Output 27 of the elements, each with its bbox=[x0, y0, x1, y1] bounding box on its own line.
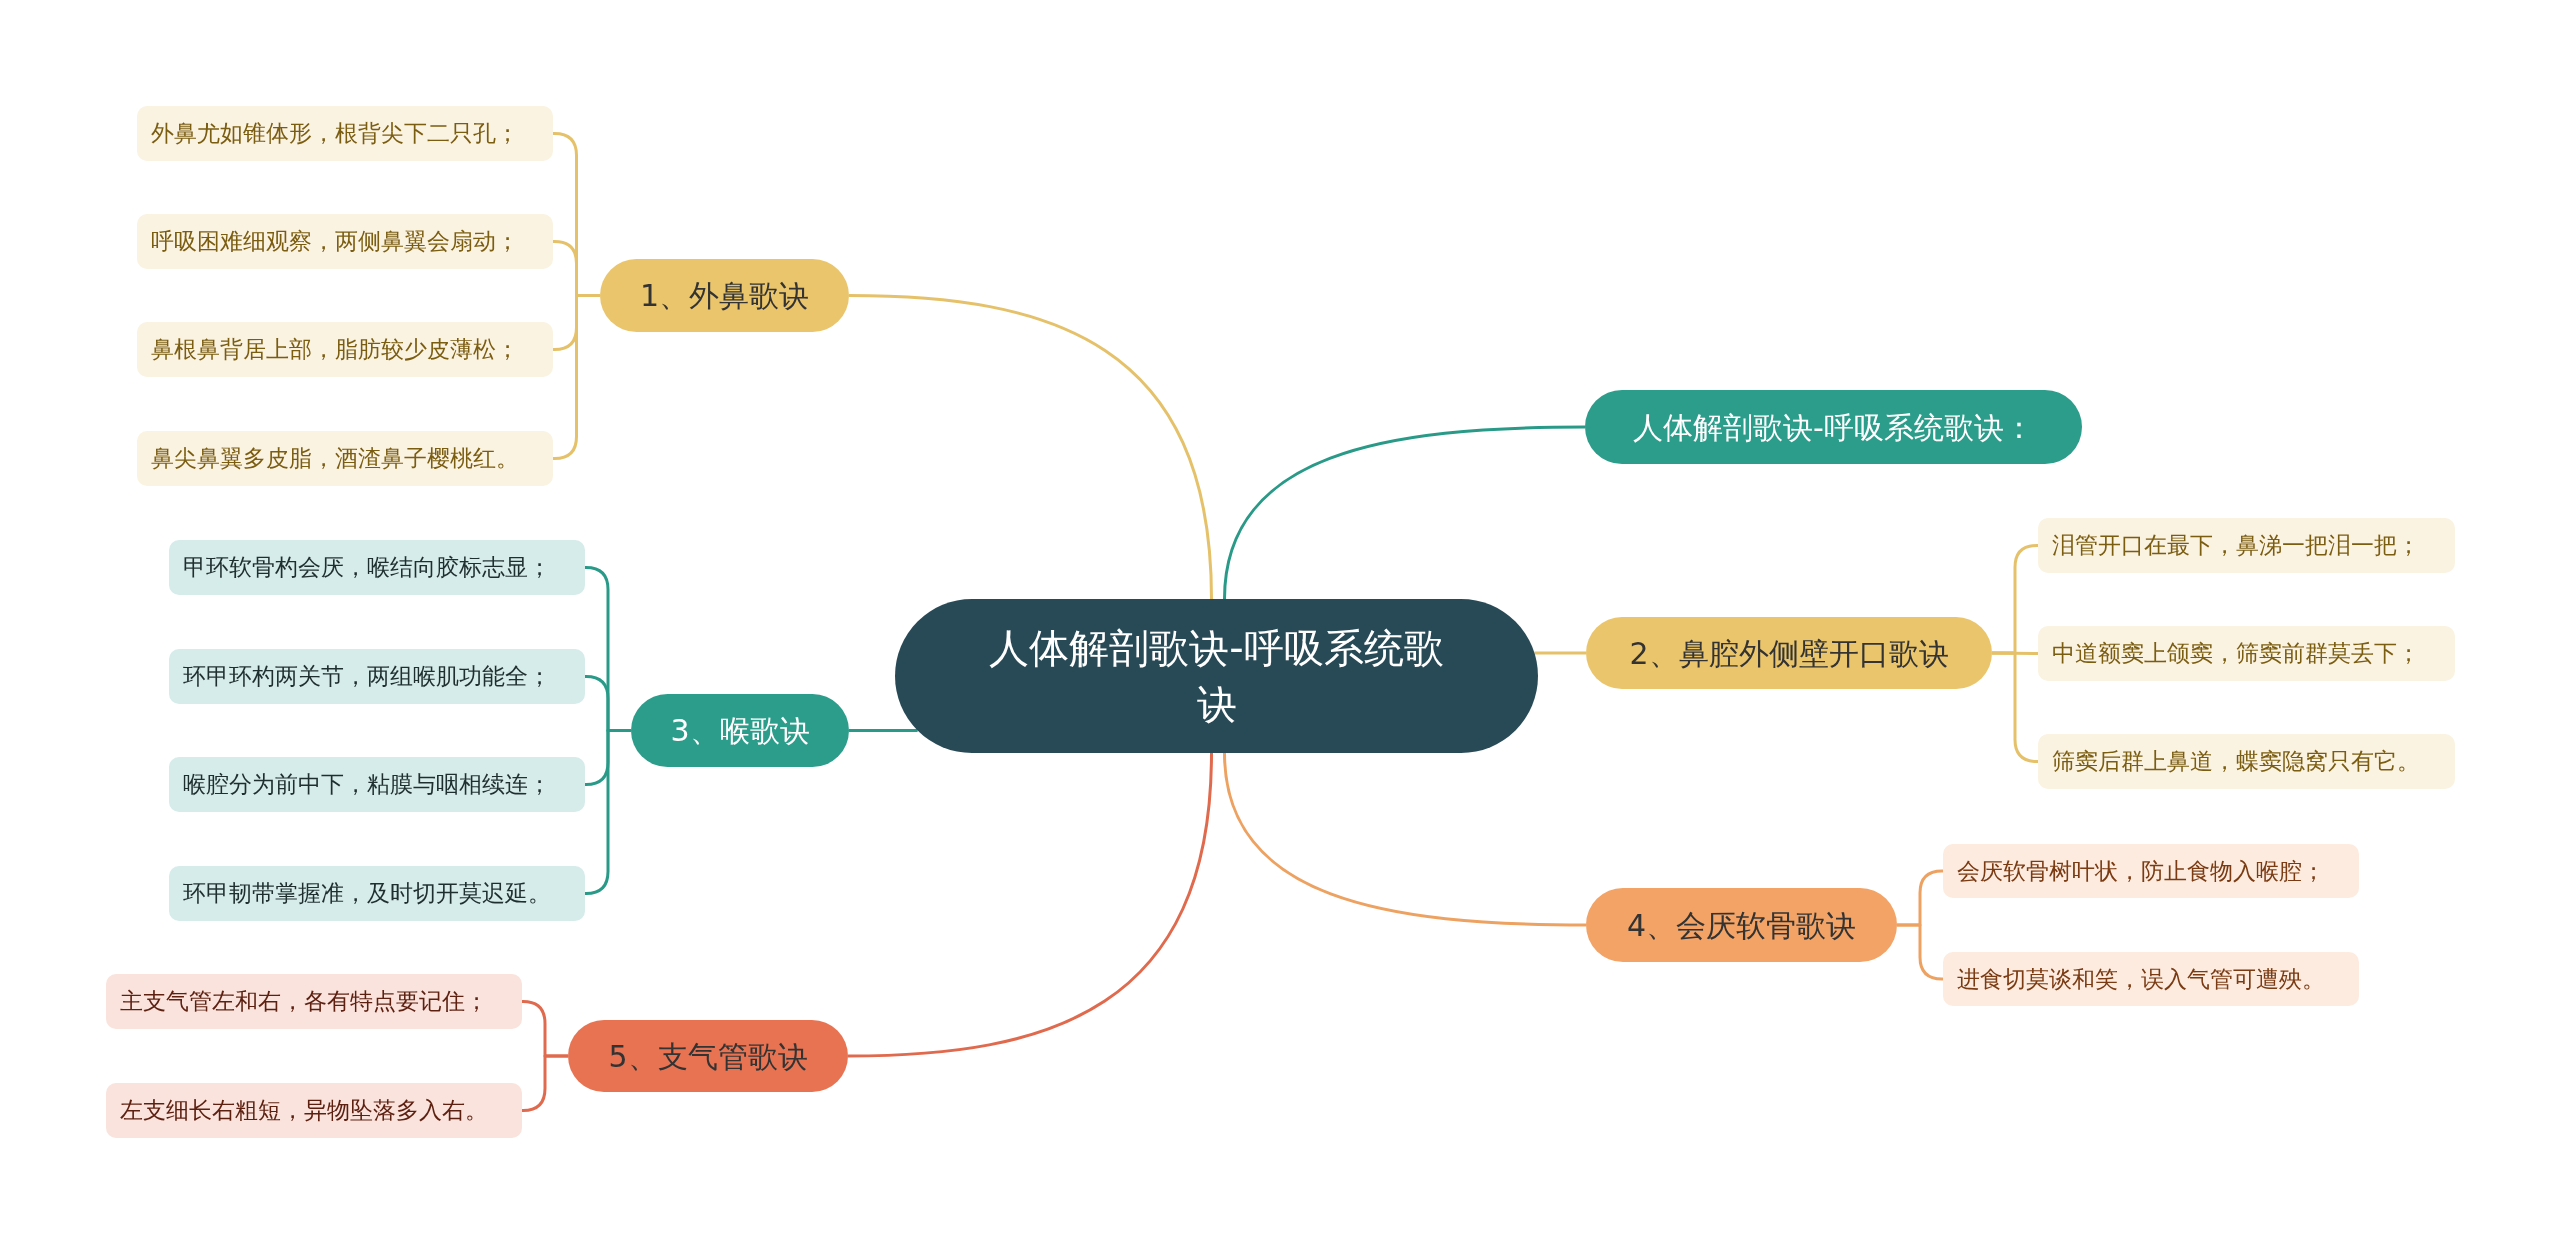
leaf-note: 中道额窦上颌窦，筛窦前群莫丢下； bbox=[2038, 626, 2455, 681]
branch-topic: 4、会厌软骨歌诀 bbox=[1586, 888, 1897, 962]
leaf-note: 鼻根鼻背居上部，脂肪较少皮薄松； bbox=[137, 322, 553, 377]
connector-line bbox=[1534, 651, 1586, 655]
leaf-note: 鼻尖鼻翼多皮脂，酒渣鼻子樱桃红。 bbox=[137, 431, 553, 486]
central-topic: 人体解剖歌诀-呼吸系统歌诀 bbox=[895, 599, 1538, 753]
branch-topic: 3、喉歌诀 bbox=[631, 694, 849, 767]
leaf-note: 外鼻尤如锥体形，根背尖下二只孔； bbox=[137, 106, 553, 161]
connector-line bbox=[848, 294, 1213, 600]
branch-topic: 人体解剖歌诀-呼吸系统歌诀： bbox=[1585, 390, 2082, 464]
connector-line bbox=[1223, 425, 1585, 600]
leaf-note: 环甲环杓两关节，两组喉肌功能全； bbox=[169, 649, 585, 704]
leaf-note: 筛窦后群上鼻道，蝶窦隐窝只有它。 bbox=[2038, 734, 2455, 789]
leaf-note: 主支气管左和右，各有特点要记住； bbox=[106, 974, 522, 1029]
branch-topic: 1、外鼻歌诀 bbox=[600, 259, 849, 332]
branch-topic: 5、支气管歌诀 bbox=[568, 1020, 848, 1092]
leaf-note: 环甲韧带掌握准，及时切开莫迟延。 bbox=[169, 866, 585, 921]
leaf-note: 甲环软骨杓会厌，喉结向胶标志显； bbox=[169, 540, 585, 595]
leaf-note: 左支细长右粗短，异物坠落多入右。 bbox=[106, 1083, 522, 1138]
leaf-note: 泪管开口在最下，鼻涕一把泪一把； bbox=[2038, 518, 2455, 573]
leaf-note: 喉腔分为前中下，粘膜与咽相续连； bbox=[169, 757, 585, 812]
leaf-note: 进食切莫谈和笑，误入气管可遭殃。 bbox=[1943, 952, 2359, 1006]
leaf-note: 会厌软骨树叶状，防止食物入喉腔； bbox=[1943, 844, 2359, 898]
connector-line bbox=[1223, 752, 1586, 927]
leaf-note: 呼吸困难细观察，两侧鼻翼会扇动； bbox=[137, 214, 553, 269]
connector-line bbox=[847, 752, 1213, 1058]
branch-topic: 2、鼻腔外侧壁开口歌诀 bbox=[1586, 617, 1992, 689]
